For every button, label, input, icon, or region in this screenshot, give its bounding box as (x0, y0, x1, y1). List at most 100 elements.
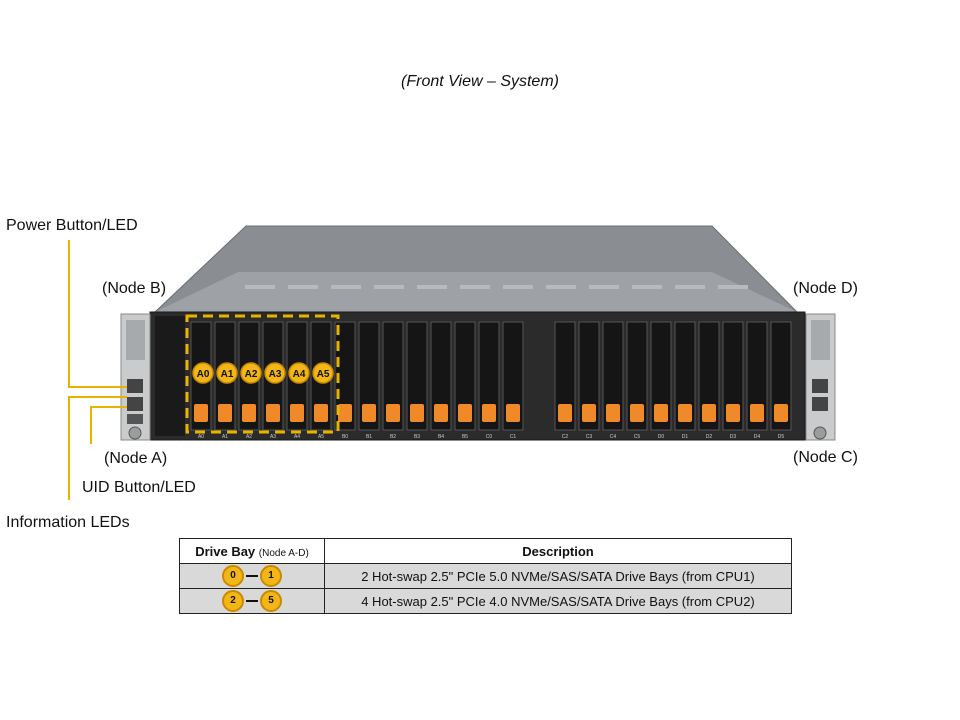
bay-label: A3 (270, 434, 276, 440)
description-header: Description (324, 538, 792, 564)
bay-label: A1 (222, 434, 228, 440)
bay-label: D4 (754, 434, 761, 440)
drive-bay[interactable]: D1 (674, 321, 696, 440)
power-button-icon[interactable] (127, 379, 143, 393)
drive-latch-icon[interactable] (242, 404, 256, 422)
top-vents (245, 285, 748, 289)
information-leds-label: Information LEDs (6, 514, 130, 531)
drive-latch-icon[interactable] (458, 404, 472, 422)
bay-label: A2 (246, 434, 252, 440)
information-led-icon (127, 414, 143, 424)
drive-carrier (770, 321, 792, 431)
drive-latch-icon[interactable] (506, 404, 520, 422)
uid-callout-line (90, 406, 127, 444)
drive-bay[interactable]: B5 (454, 321, 476, 440)
bay-label: D2 (706, 434, 713, 440)
drive-latch-icon[interactable] (654, 404, 668, 422)
vent-slot (374, 285, 404, 289)
bay-label: C1 (510, 434, 517, 440)
vent-slot (417, 285, 447, 289)
drive-latch-icon[interactable] (482, 404, 496, 422)
info-leds-callout-line (68, 396, 127, 500)
bay-label: B4 (438, 434, 444, 440)
drive-latch-icon[interactable] (558, 404, 572, 422)
bay-label: D5 (778, 434, 785, 440)
bay-label: D3 (730, 434, 737, 440)
drive-bay-header-text: Drive Bay (195, 543, 256, 559)
drive-bay[interactable]: D3 (722, 321, 744, 440)
vent-slot (460, 285, 490, 289)
description-cell: 2 Hot-swap 2.5" PCIe 5.0 NVMe/SAS/SATA D… (324, 563, 792, 589)
drive-bay[interactable]: D4 (746, 321, 768, 440)
drive-latch-icon[interactable] (582, 404, 596, 422)
bay-badge: 1 (260, 565, 282, 587)
drive-bay[interactable]: C1 (502, 321, 524, 440)
drive-latch-icon[interactable] (362, 404, 376, 422)
bay-badge-label: A4 (293, 369, 306, 380)
drive-latch-icon[interactable] (774, 404, 788, 422)
vent-slot (546, 285, 576, 289)
drive-bay[interactable]: D0 (650, 321, 672, 440)
drive-latch-icon[interactable] (266, 404, 280, 422)
drive-bay[interactable]: D2 (698, 321, 720, 440)
drive-bay[interactable]: C2 (554, 321, 576, 440)
drive-carrier (674, 321, 696, 431)
drive-bay[interactable]: B2 (382, 321, 404, 440)
drive-latch-icon[interactable] (750, 404, 764, 422)
drive-latch-icon[interactable] (314, 404, 328, 422)
vent-slot (245, 285, 275, 289)
left-ear-handle (126, 320, 145, 360)
drive-latch-icon[interactable] (434, 404, 448, 422)
uid-button-label: UID Button/LED (82, 479, 196, 496)
drive-bay[interactable]: C5 (626, 321, 648, 440)
vent-slot (288, 285, 318, 289)
drive-carrier (722, 321, 744, 431)
bay-badge-circle (312, 362, 334, 384)
drive-latch-icon[interactable] (290, 404, 304, 422)
drive-bay[interactable]: D5 (770, 321, 792, 440)
drive-latch-icon[interactable] (194, 404, 208, 422)
drive-carrier (698, 321, 720, 431)
drive-bay[interactable]: C0 (478, 321, 500, 440)
drive-carrier (626, 321, 648, 431)
drive-latch-icon[interactable] (702, 404, 716, 422)
uid-button-icon[interactable] (127, 397, 143, 411)
drive-latch-icon[interactable] (218, 404, 232, 422)
node-a-highlight (185, 314, 340, 434)
drive-carrier (602, 321, 624, 431)
drive-latch-icon[interactable] (338, 404, 352, 422)
description-cell: 4 Hot-swap 2.5" PCIe 4.0 NVMe/SAS/SATA D… (324, 588, 792, 614)
drive-latch-icon[interactable] (630, 404, 644, 422)
vent-slot (632, 285, 662, 289)
bay-label: C4 (610, 434, 617, 440)
drive-latch-icon[interactable] (726, 404, 740, 422)
node-b-label: (Node B) (102, 280, 167, 297)
node-c-label: (Node C) (793, 449, 858, 466)
drive-bay[interactable]: B3 (406, 321, 428, 440)
drive-bay[interactable]: C3 (578, 321, 600, 440)
drive-bay[interactable]: C4 (602, 321, 624, 440)
drive-bay[interactable]: B4 (430, 321, 452, 440)
bay-badge-label: A1 (221, 369, 234, 380)
drive-latch-icon[interactable] (606, 404, 620, 422)
bay-label: B3 (414, 434, 420, 440)
drive-bay[interactable]: B0 (334, 321, 356, 440)
drive-latch-icon[interactable] (410, 404, 424, 422)
drive-bay[interactable]: B1 (358, 321, 380, 440)
node-d-power-button-icon[interactable] (812, 379, 828, 393)
bay-badge-circle (192, 362, 214, 384)
bay-badge: 5 (260, 590, 282, 612)
node-d-uid-button-icon[interactable] (812, 397, 828, 411)
bay-label: A0 (198, 434, 204, 440)
bay-badge-circle (216, 362, 238, 384)
drive-bay-header: Drive Bay (Node A-D) (179, 538, 325, 564)
drive-latch-icon[interactable] (678, 404, 692, 422)
drive-carrier (578, 321, 600, 431)
drive-latch-icon[interactable] (386, 404, 400, 422)
